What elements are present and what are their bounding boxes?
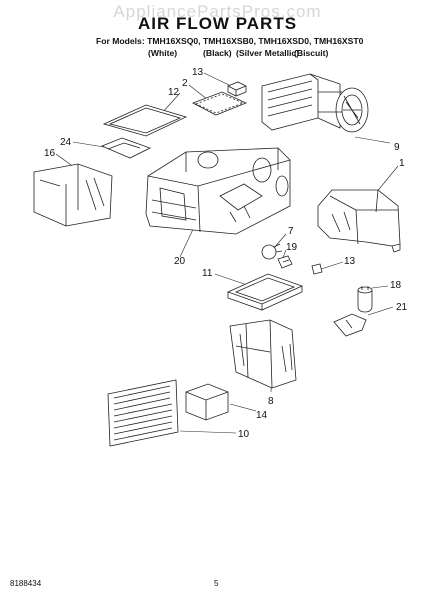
- callout-13-bottom: 13: [344, 256, 356, 267]
- models-line: For Models: TMH16XSQ0, TMH16XSB0, TMH16X…: [96, 36, 364, 46]
- callout-19: 19: [286, 242, 298, 253]
- callout-24: 24: [60, 137, 72, 148]
- callout-14: 14: [256, 410, 268, 421]
- callout-10: 10: [238, 429, 250, 440]
- part-8-air-duct: [229, 319, 297, 389]
- part-13-clip-top: [227, 81, 247, 97]
- part-7-lamp: [261, 243, 283, 260]
- part-11-tray: [226, 273, 304, 311]
- color-black: (Black): [203, 48, 232, 58]
- part-12-grease-filter: [102, 104, 188, 137]
- callout-9: 9: [394, 142, 400, 153]
- page-title: AIR FLOW PARTS: [137, 14, 298, 33]
- callout-1: 1: [399, 158, 405, 169]
- callout-12: 12: [168, 87, 180, 98]
- callout-labels: 13 2 12 24 16 9 1 7 19 20 13 11 18 21 8 …: [44, 67, 408, 440]
- part-14-cover: [185, 383, 229, 421]
- part-21-bracket: [333, 313, 367, 337]
- callout-7: 7: [288, 226, 294, 237]
- part-20-chassis: [145, 147, 291, 235]
- color-biscuit: (Biscuit): [294, 48, 329, 58]
- callout-18: 18: [390, 280, 402, 291]
- doc-number: 8188434: [10, 579, 42, 588]
- part-24-duct: [100, 137, 152, 159]
- color-white: (White): [148, 48, 178, 58]
- part-13-clip-bottom: [311, 263, 323, 275]
- callout-16: 16: [44, 148, 56, 159]
- callout-13-top: 13: [192, 67, 204, 78]
- part-9-blower-motor: [261, 73, 369, 133]
- callout-2: 2: [182, 78, 188, 89]
- part-2-plate: [192, 91, 248, 116]
- color-silver-metallic: (Silver Metallic): [236, 48, 300, 58]
- part-16-side-panel: [33, 163, 113, 227]
- callout-21: 21: [396, 302, 408, 313]
- part-1-vent-housing: [317, 189, 401, 253]
- part-10-vent-grille: [107, 379, 179, 447]
- callout-11: 11: [202, 268, 213, 279]
- part-19-lamp-socket: [277, 255, 293, 269]
- page-number: 5: [214, 579, 219, 588]
- callout-8: 8: [268, 396, 274, 407]
- callout-20: 20: [174, 256, 186, 267]
- part-18-capacitor: [357, 286, 373, 313]
- watermark: AppliancePartsPros.com: [113, 2, 322, 21]
